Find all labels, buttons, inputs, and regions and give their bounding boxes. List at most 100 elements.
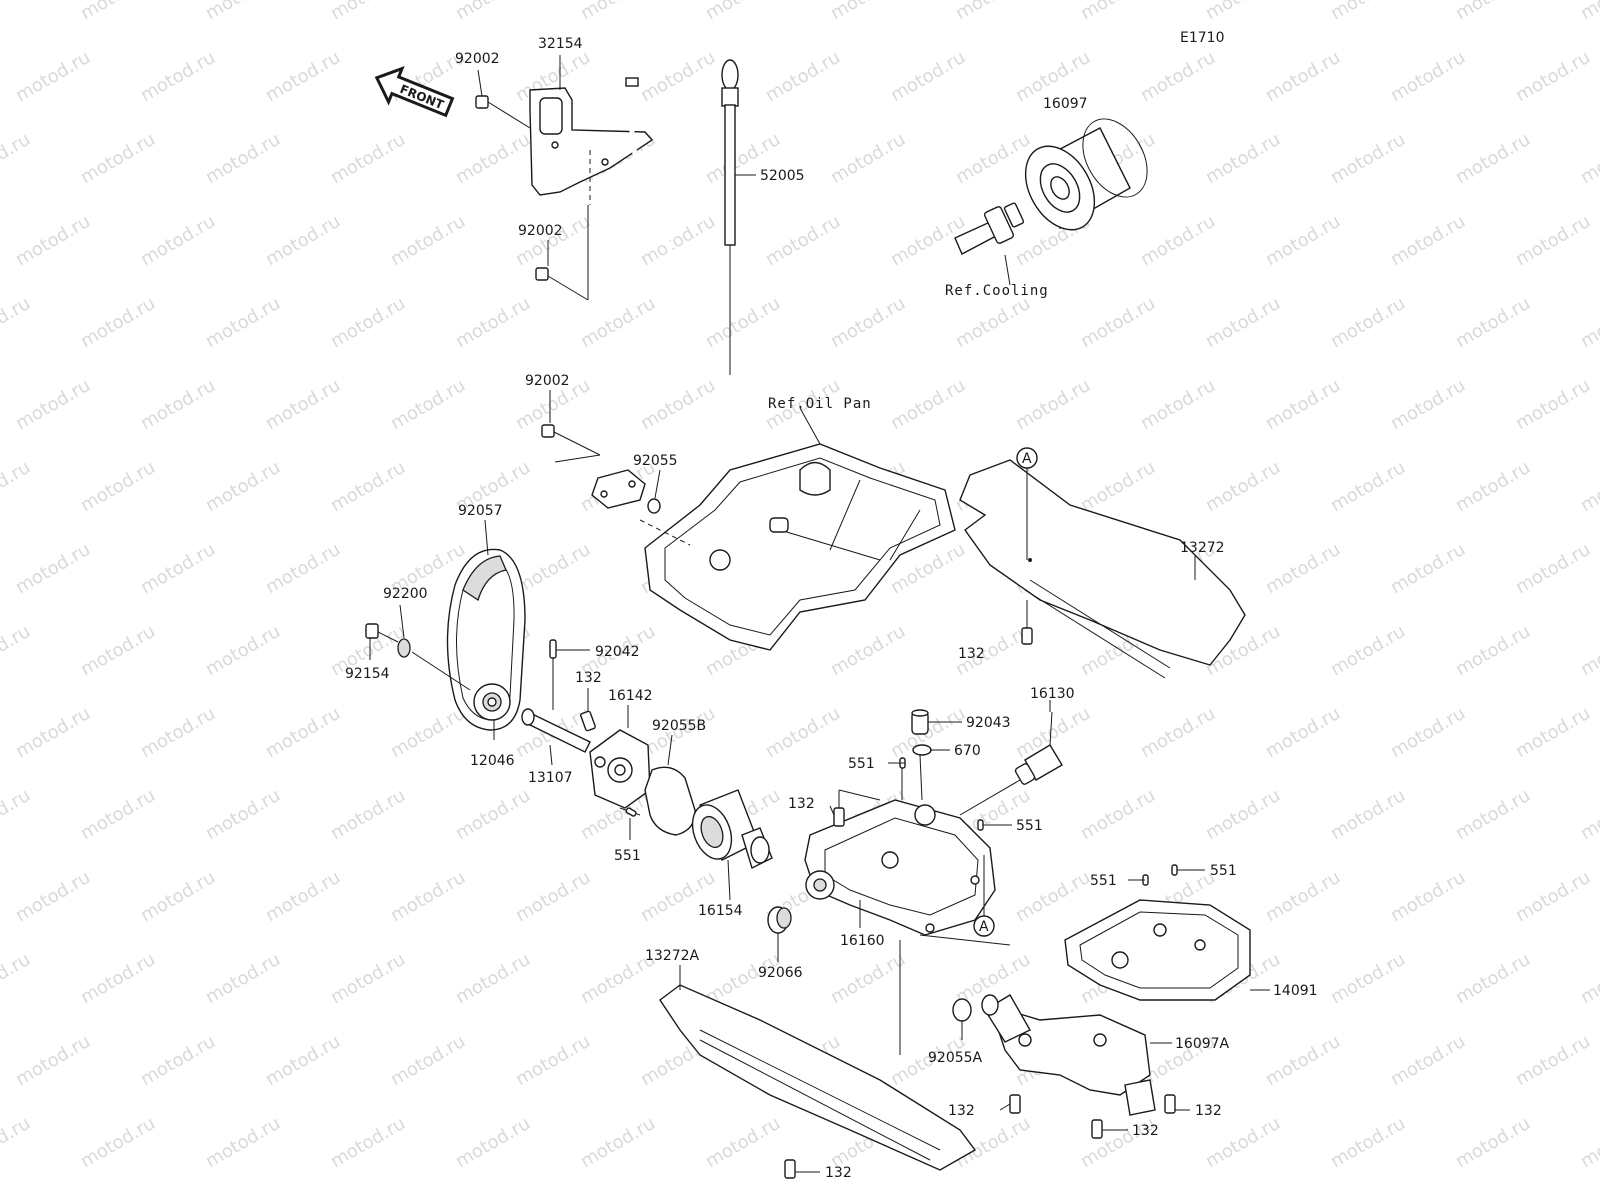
watermark-text: motod.ru bbox=[637, 375, 719, 434]
watermark-text: motod.ru bbox=[1512, 867, 1594, 926]
chain-92057 bbox=[446, 548, 526, 731]
part-label: 92200 bbox=[383, 586, 428, 602]
watermark-text: motod.ru bbox=[1327, 457, 1409, 516]
watermark-text: motod.ru bbox=[1327, 949, 1409, 1008]
watermark-text: motod.ru bbox=[1327, 293, 1409, 352]
watermark-text: motod.ru bbox=[77, 621, 159, 680]
watermark-text: motod.ru bbox=[202, 785, 284, 844]
part-label: 551 bbox=[1210, 863, 1237, 879]
watermark-text: motod.ru bbox=[452, 949, 534, 1008]
watermark-text: motod.ru bbox=[0, 785, 34, 844]
diagram-code: E1710 bbox=[1180, 30, 1224, 46]
watermark-text: motod.ru bbox=[452, 293, 534, 352]
watermark-text: motod.ru bbox=[77, 949, 159, 1008]
watermark-text: motod.ru bbox=[0, 1113, 34, 1172]
bolt-132-bottom-c bbox=[1091, 1119, 1103, 1139]
watermark-text: motod.ru bbox=[77, 129, 159, 188]
ref-cooling-label: Ref.Cooling bbox=[945, 283, 1049, 299]
watermark-text: motod.ru bbox=[202, 0, 284, 24]
watermark-text: motod.ru bbox=[452, 1113, 534, 1172]
part-label: 92055 bbox=[633, 453, 678, 469]
watermark-text: motod.ru bbox=[77, 457, 159, 516]
watermark-text: motod.ru bbox=[827, 129, 909, 188]
watermark-text: motod.ru bbox=[1077, 1113, 1159, 1172]
watermark-text: motod.ru bbox=[387, 375, 469, 434]
watermark-text: motod.ru bbox=[1202, 129, 1284, 188]
baffle-13272 bbox=[959, 459, 1246, 679]
part-label: 16142 bbox=[608, 688, 653, 704]
part-label: 92055B bbox=[652, 718, 706, 734]
watermark-text: motod.ru bbox=[1452, 293, 1534, 352]
watermark-text: motod.ru bbox=[262, 703, 344, 762]
watermark-text: motod.ru bbox=[1137, 703, 1219, 762]
watermark-text: motod.ru bbox=[1387, 539, 1469, 598]
watermark-text: motod.ru bbox=[762, 211, 844, 270]
watermark-text: motod.ru bbox=[1262, 1195, 1344, 1200]
watermark-text: motod.ru bbox=[12, 211, 94, 270]
part-label: 16154 bbox=[698, 903, 743, 919]
part-label: 13272 bbox=[1180, 540, 1225, 556]
cooling-fitting bbox=[954, 202, 1025, 255]
oring-92055a bbox=[952, 998, 972, 1022]
watermark-text: motod.ru bbox=[827, 621, 909, 680]
watermark-text: motod.ru bbox=[1577, 949, 1600, 1008]
watermark-text: motod.ru bbox=[12, 703, 94, 762]
watermark-text: motod.ru bbox=[262, 867, 344, 926]
part-label: 12046 bbox=[470, 753, 515, 769]
watermark-text: motod.ru bbox=[952, 0, 1034, 24]
part-label: 14091 bbox=[1273, 983, 1318, 999]
watermark-text: motod.ru bbox=[12, 47, 94, 106]
pin-551-e bbox=[625, 807, 637, 817]
watermark-text: motod.ru bbox=[637, 211, 719, 270]
watermark-text: motod.ru bbox=[262, 375, 344, 434]
watermark-text: motod.ru bbox=[1012, 375, 1094, 434]
watermark-text: motod.ru bbox=[452, 785, 534, 844]
pipe-16097a bbox=[981, 994, 1156, 1116]
part-label: 13107 bbox=[528, 770, 573, 786]
watermark-text: motod.ru bbox=[1137, 47, 1219, 106]
bolt-92154 bbox=[365, 623, 399, 643]
watermark-text: motod.ru bbox=[512, 867, 594, 926]
bolt-132-bottom-d bbox=[784, 1159, 796, 1179]
watermark-text: motod.ru bbox=[637, 1195, 719, 1200]
watermark-text: motod.ru bbox=[12, 1195, 94, 1200]
part-label: 132 bbox=[958, 646, 985, 662]
watermark-text: motod.ru bbox=[77, 293, 159, 352]
watermark-text: motod.ru bbox=[202, 129, 284, 188]
watermark-text: motod.ru bbox=[202, 621, 284, 680]
watermark-text: motod.ru bbox=[827, 293, 909, 352]
watermark-text: motod.ru bbox=[1512, 703, 1594, 762]
watermark-text: motod.ru bbox=[387, 867, 469, 926]
part-label: 551 bbox=[614, 848, 641, 864]
watermark-text: motod.ru bbox=[387, 211, 469, 270]
watermark-text: motod.ru bbox=[327, 129, 409, 188]
part-label: 670 bbox=[954, 743, 981, 759]
pump-body-16160 bbox=[804, 799, 996, 936]
watermark-text: motod.ru bbox=[202, 457, 284, 516]
baffle-13272a bbox=[659, 984, 977, 1171]
watermark-text: motod.ru bbox=[452, 129, 534, 188]
watermark-text: motod.ru bbox=[137, 539, 219, 598]
watermark-text: motod.ru bbox=[702, 0, 784, 24]
watermark-text: motod.ru bbox=[0, 293, 34, 352]
watermark-text: motod.ru bbox=[0, 621, 34, 680]
watermark-text: motod.ru bbox=[12, 375, 94, 434]
marker-a-bottom-label: A bbox=[979, 919, 989, 935]
watermark-text: motod.ru bbox=[1577, 0, 1600, 24]
watermark-text: motod.ru bbox=[1327, 785, 1409, 844]
watermark-text: motod.ru bbox=[887, 47, 969, 106]
sensor-16130 bbox=[959, 711, 1063, 816]
watermark-text: motod.ru bbox=[387, 1031, 469, 1090]
watermark-text: motod.ru bbox=[0, 0, 34, 24]
watermark-text: motod.ru bbox=[1137, 211, 1219, 270]
watermark-text: motod.ru bbox=[1327, 129, 1409, 188]
watermark-text: motod.ru bbox=[1512, 539, 1594, 598]
watermark-text: motod.ru bbox=[1077, 0, 1159, 24]
oil-filter-16097 bbox=[1024, 118, 1148, 231]
watermark-text: motod.ru bbox=[387, 703, 469, 762]
part-label: 92154 bbox=[345, 666, 390, 682]
part-label: 551 bbox=[848, 756, 875, 772]
watermark-text: motod.ru bbox=[1262, 47, 1344, 106]
rotor-16154 bbox=[691, 789, 773, 869]
watermark-text: motod.ru bbox=[262, 1195, 344, 1200]
